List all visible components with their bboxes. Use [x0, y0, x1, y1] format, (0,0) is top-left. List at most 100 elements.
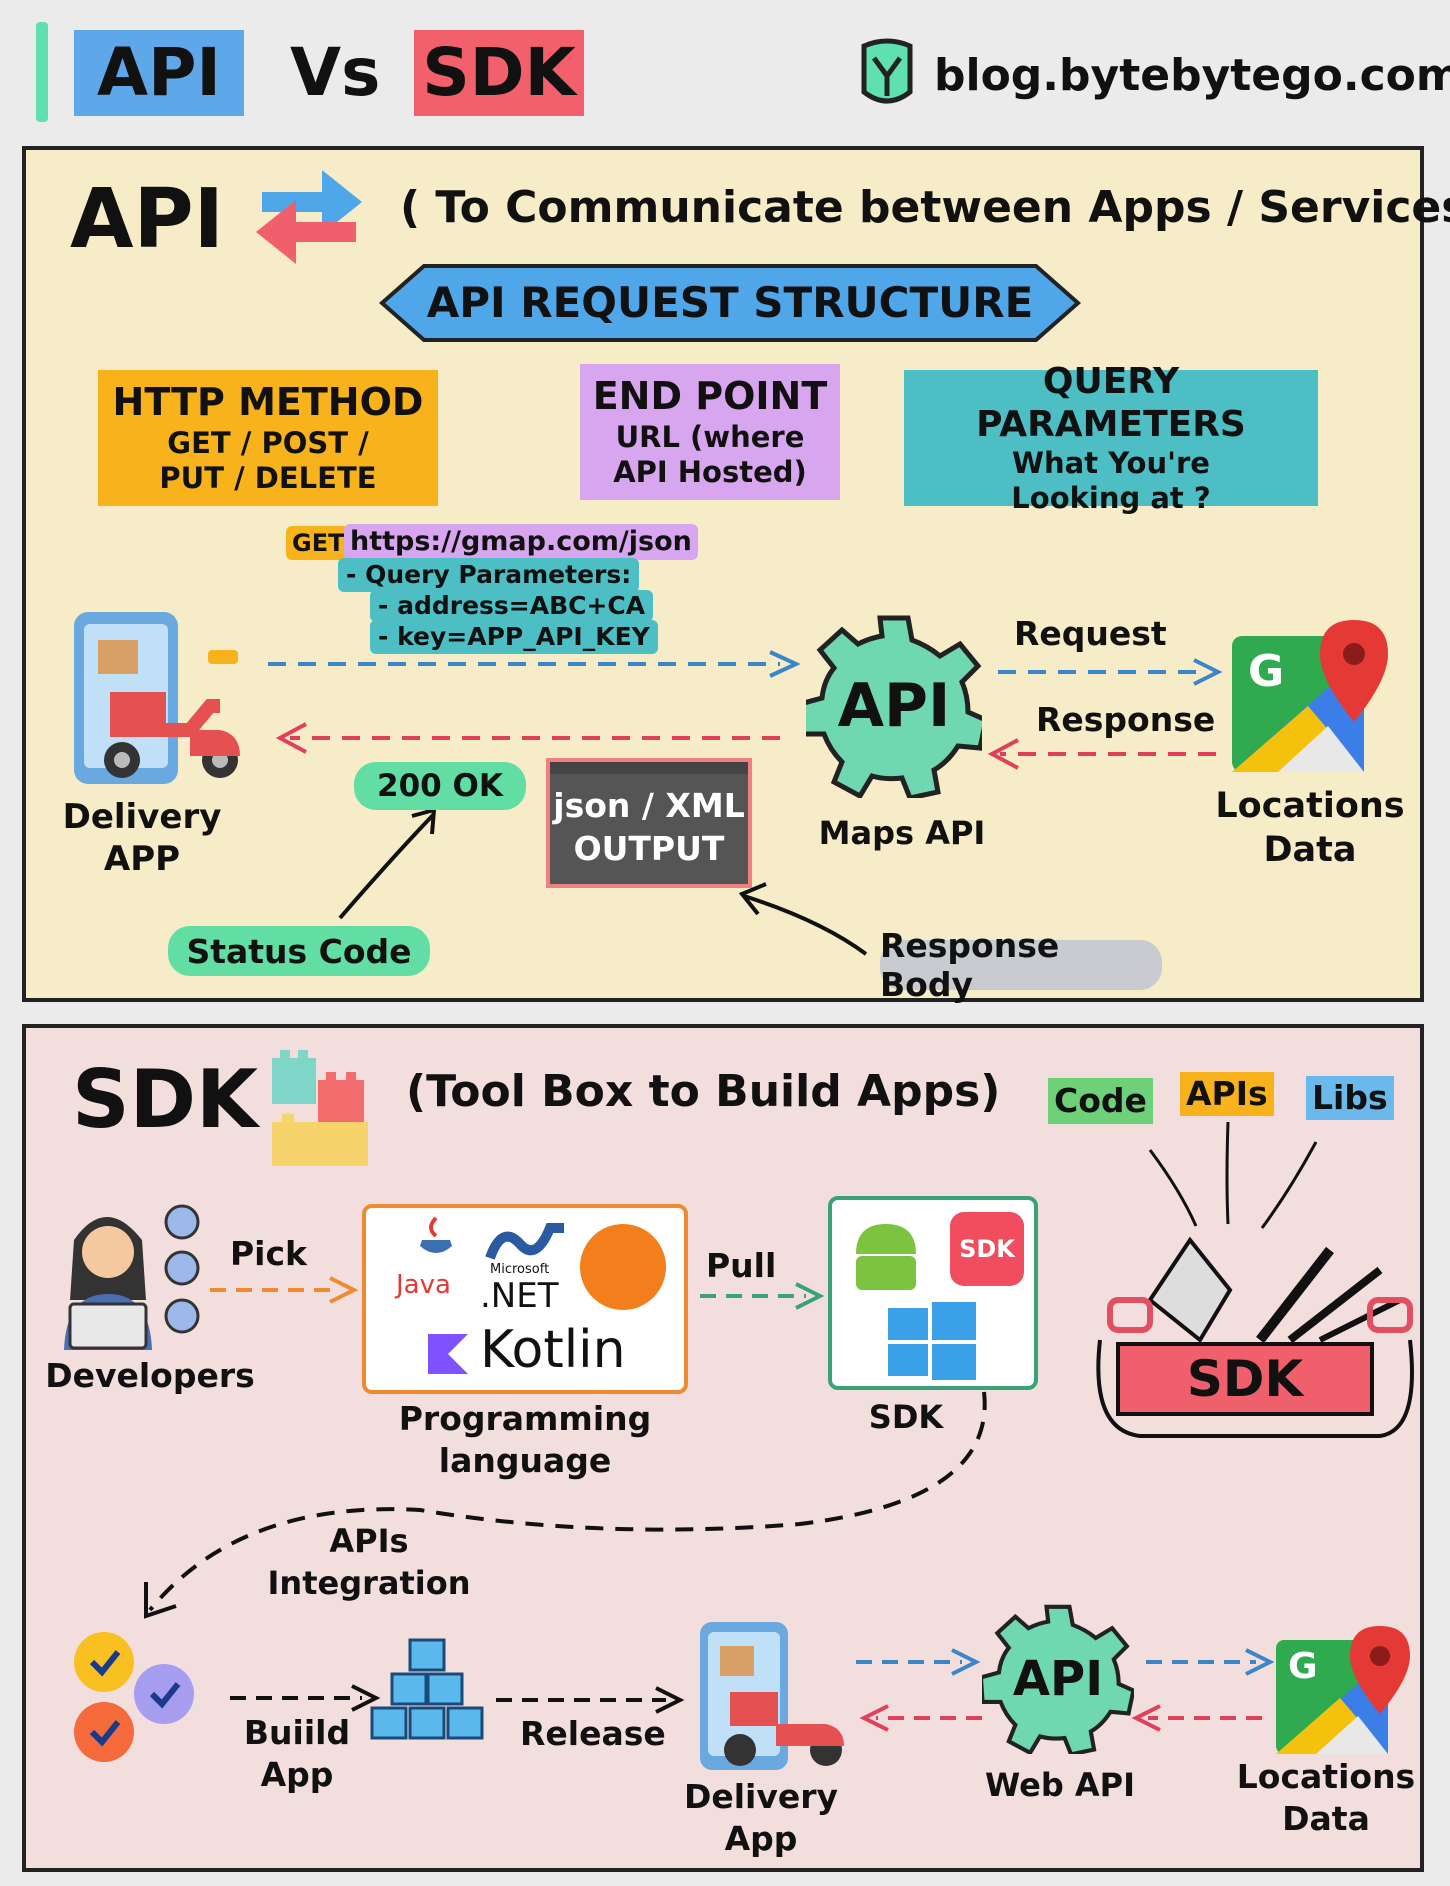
kotlin-logo-icon: [428, 1334, 468, 1374]
query-parameters-title: QUERY PARAMETERS: [976, 361, 1246, 446]
sdk-platforms-box: SDK: [828, 1196, 1038, 1390]
libs-chip: Libs: [1306, 1076, 1394, 1120]
build-app-line1: Buiild: [243, 1713, 351, 1752]
windows-icon: [888, 1298, 976, 1380]
sdk-section-subtitle: (Tool Box to Build Apps): [406, 1066, 1001, 1117]
request-method-chip: GET: [286, 526, 351, 560]
http-method-box: HTTP METHOD GET / POST / PUT / DELETE: [98, 370, 438, 506]
http-method-line2: PUT / DELETE: [159, 460, 377, 495]
java-icon: [406, 1216, 466, 1266]
sdk-delivery-app-icon: [696, 1620, 854, 1774]
dotnet-label: .NET: [480, 1276, 559, 1316]
end-point-box: END POINT URL (where API Hosted): [580, 364, 840, 500]
status-200-ok-badge: 200 OK: [354, 762, 526, 810]
header-title-vs: Vs: [290, 34, 381, 111]
header-title-sdk: SDK: [414, 30, 584, 116]
code-chip: Code: [1048, 1078, 1153, 1124]
json-xml-output-box: json / XML OUTPUT: [546, 758, 752, 888]
sdk-label: SDK: [868, 1398, 944, 1436]
google-maps-icon: G: [1228, 616, 1392, 776]
api-request-structure-label: API REQUEST STRUCTURE: [426, 278, 1034, 327]
response-label: Response: [1036, 700, 1216, 739]
sdk-delivery-app-line2: App: [724, 1819, 798, 1858]
header-accent-bar: [36, 22, 48, 122]
query-param-key-chip: - key=APP_API_KEY: [370, 620, 658, 654]
delivery-app-label: Delivery APP: [52, 796, 232, 880]
sdk-delivery-app-label: Delivery App: [666, 1776, 856, 1860]
sdk-locations-data-label: Locations Data: [1216, 1756, 1436, 1840]
build-app-label: Buiild App: [232, 1712, 362, 1796]
microsoft-label: Microsoft: [490, 1262, 550, 1277]
maps-api-gear-label: API: [837, 671, 951, 741]
locations-data-line2: Data: [1263, 830, 1357, 870]
sdk-flow-arrows: [144, 1121, 1318, 1732]
api-arrows: [268, 650, 1223, 956]
sdk-logo-icon: SDK: [950, 1212, 1024, 1286]
google-g-letter: G: [1248, 646, 1285, 697]
sdk-google-maps-icon: G: [1274, 1624, 1412, 1758]
delivery-app-label-line2: APP: [103, 839, 181, 879]
header-title-api: API: [74, 30, 244, 116]
web-api-label: Web API: [984, 1766, 1136, 1804]
query-parameters-line2: Looking at ?: [1011, 481, 1211, 516]
sdk-logo-text: SDK: [959, 1235, 1015, 1263]
apis-integration-line1: APIs: [329, 1522, 409, 1560]
request-label: Request: [1014, 614, 1167, 653]
output-line1: json / XML: [553, 786, 745, 825]
end-point-line1: URL (where: [615, 420, 805, 454]
pull-label: Pull: [706, 1246, 777, 1285]
programming-languages-box: Java Microsoft .NET Kotlin: [362, 1204, 688, 1394]
query-params-label-chip: - Query Parameters:: [338, 558, 640, 592]
developers-label: Developers: [45, 1356, 255, 1395]
programming-language-label: Programming language: [384, 1398, 666, 1482]
http-method-line1: GET / POST /: [167, 426, 369, 460]
status-code-badge: Status Code: [168, 926, 430, 976]
maps-api-label: Maps API: [818, 814, 986, 852]
sdk-locations-data-line1: Locations: [1236, 1757, 1416, 1796]
build-app-line2: App: [260, 1755, 334, 1794]
query-param-address-chip: - address=ABC+CA: [370, 590, 654, 622]
query-parameters-line1: What You're: [1012, 446, 1210, 481]
developer-avatar-icon: [56, 1200, 204, 1350]
android-icon: [846, 1214, 926, 1294]
response-body-badge: Response Body: [880, 926, 1162, 1004]
site-url[interactable]: blog.bytebytego.com: [934, 50, 1450, 101]
cubes-icon: [362, 1636, 492, 1760]
web-api-gear-icon: API: [978, 1604, 1136, 1757]
delivery-app-label-line1: Delivery: [62, 797, 222, 837]
api-section-subtitle: ( To Communicate between Apps / Services…: [400, 182, 1450, 233]
release-label: Release: [520, 1714, 666, 1753]
programming-language-line1: Programming: [398, 1399, 652, 1438]
building-blocks-icon: [268, 1050, 372, 1168]
bytebytego-logo-icon: [856, 36, 918, 112]
kotlin-label: Kotlin: [480, 1320, 626, 1380]
query-parameters-box: QUERY PARAMETERS What You're Looking at …: [904, 361, 1318, 515]
programming-language-line2: language: [438, 1441, 612, 1480]
apis-chip: APIs: [1180, 1072, 1274, 1116]
api-request-structure-banner: API REQUEST STRUCTURE: [378, 262, 1082, 344]
request-url-chip[interactable]: https://gmap.com/json: [344, 524, 698, 560]
sdk-toolbox-icon: SDK: [1080, 1200, 1420, 1450]
sdk-section-title: SDK: [72, 1053, 259, 1146]
output-line2: OUTPUT: [573, 829, 725, 868]
api-section-title: API: [70, 172, 225, 267]
web-api-gear-label: API: [1012, 1651, 1104, 1707]
apis-integration-line2: Integration: [267, 1564, 471, 1602]
locations-data-label: Locations Data: [1200, 784, 1420, 872]
java-label: Java: [396, 1270, 451, 1300]
sdk-delivery-app-line1: Delivery: [683, 1777, 839, 1816]
http-method-title: HTTP METHOD: [112, 380, 424, 425]
delivery-app-icon: [70, 610, 254, 788]
sdk-locations-data-line2: Data: [1282, 1799, 1370, 1838]
remote-desktop-icon: [580, 1224, 666, 1310]
pick-label: Pick: [230, 1234, 308, 1273]
integration-gears-icon: [64, 1628, 200, 1768]
apis-integration-label: APIs Integration: [256, 1520, 482, 1604]
locations-data-line1: Locations: [1215, 786, 1405, 826]
maps-api-gear-icon: API: [797, 614, 989, 801]
exchange-arrows-icon: [250, 152, 368, 278]
toolbox-sdk-label: SDK: [1116, 1342, 1374, 1416]
dotnet-logo-icon: [484, 1222, 570, 1262]
end-point-line2: API Hosted): [613, 454, 807, 489]
end-point-title: END POINT: [592, 374, 828, 419]
